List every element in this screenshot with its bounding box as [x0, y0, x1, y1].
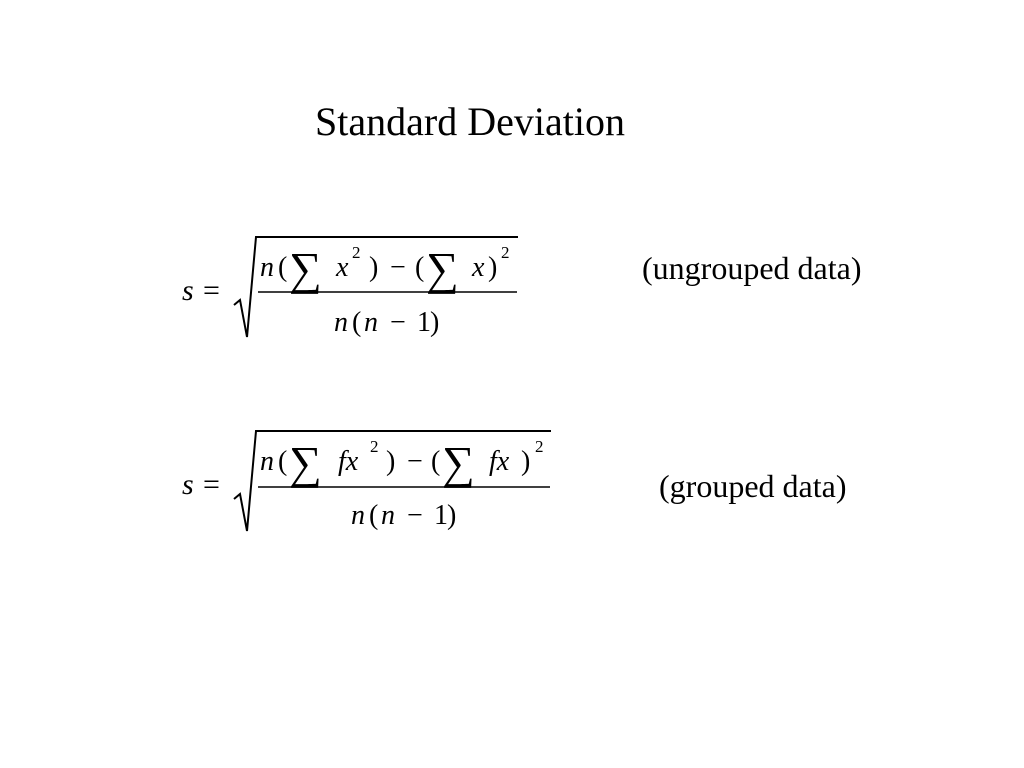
- numerator-open-paren: (: [278, 252, 287, 283]
- denominator-one: 1: [434, 500, 448, 531]
- exponent-2: 2: [535, 437, 544, 456]
- close-paren-2: ): [488, 252, 497, 283]
- equals-sign: =: [203, 468, 220, 501]
- summand-1: x: [335, 252, 349, 283]
- sigma-symbol-2: ∑: [442, 437, 475, 488]
- denominator-open-paren: (: [369, 500, 378, 531]
- caption-ungrouped: (ungrouped data): [642, 250, 862, 286]
- caption-grouped: (grouped data): [659, 468, 847, 504]
- denominator-n: n: [351, 500, 365, 531]
- close-paren-1: ): [369, 252, 378, 283]
- denominator-minus: −: [390, 307, 406, 338]
- minus-sign: −: [390, 252, 406, 283]
- radical-sign: [233, 430, 551, 532]
- sigma-symbol-2: ∑: [426, 243, 459, 294]
- denominator-n2: n: [364, 307, 378, 338]
- summand-1: fx: [338, 446, 359, 477]
- close-paren-1: ): [386, 446, 395, 477]
- formula-grouped: s = n ( ∑ fx 2 ) − ( ∑ fx ) 2 n ( n − 1 …: [182, 430, 551, 532]
- open-paren-2: (: [431, 446, 440, 477]
- denominator-n: n: [334, 307, 348, 338]
- lhs-variable: s: [182, 468, 194, 501]
- lhs-variable: s: [182, 274, 194, 307]
- denominator-n2: n: [381, 500, 395, 531]
- formula-ungrouped: s = n ( ∑ x 2 ) − ( ∑ x ) 2 n ( n − 1 ): [182, 236, 518, 338]
- denominator-open-paren: (: [352, 307, 361, 338]
- minus-sign: −: [407, 446, 423, 477]
- summand-2: x: [471, 252, 485, 283]
- summand-2: fx: [489, 446, 510, 477]
- sigma-symbol-1: ∑: [289, 243, 322, 294]
- exponent-2: 2: [501, 243, 510, 262]
- exponent-1: 2: [352, 243, 361, 262]
- denominator-close-paren: ): [430, 307, 439, 338]
- radical-sign: [233, 236, 518, 338]
- close-paren-2: ): [521, 446, 530, 477]
- denominator-one: 1: [417, 307, 431, 338]
- numerator-n: n: [260, 252, 274, 283]
- denominator-minus: −: [407, 500, 423, 531]
- denominator-close-paren: ): [447, 500, 456, 531]
- numerator-open-paren: (: [278, 446, 287, 477]
- equals-sign: =: [203, 274, 220, 307]
- open-paren-2: (: [415, 252, 424, 283]
- slide-title: Standard Deviation: [315, 99, 625, 144]
- numerator-n: n: [260, 446, 274, 477]
- exponent-1: 2: [370, 437, 379, 456]
- sigma-symbol-1: ∑: [289, 437, 322, 488]
